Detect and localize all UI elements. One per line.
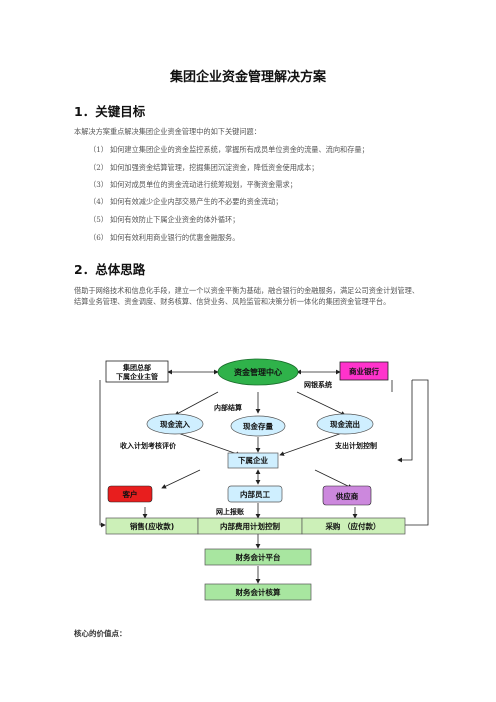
supplier-label: 供应商 <box>335 491 359 501</box>
bank-label: 商业银行 <box>349 366 379 376</box>
document-title: 集团企业资金管理解决方案 <box>169 70 326 85</box>
goal-item: （1）如何建立集团企业的资金监控系统，掌握所有成员单位资金的流量、流向和存量； <box>89 145 369 154</box>
goal-item: （5）如何有效防止下属企业资金的体外循环； <box>89 215 240 224</box>
internal-settle-label: 内部结算 <box>214 403 242 412</box>
hq-label-2: 下属企业主管 <box>116 372 158 381</box>
hq-label-1: 集团总部 <box>122 363 151 372</box>
cash-out-ellipse <box>316 413 374 435</box>
approach-paragraph: 借助于网络技术和信息化手段，建立一个以资金平衡为基础，融合银行的金融服务，满足公… <box>74 286 420 306</box>
section-heading-overall-approach: 2．总体思路 <box>74 262 146 277</box>
income-plan-label: 收入计划考核评价 <box>120 441 177 450</box>
core-value-caption: 核心的价值点： <box>74 629 127 638</box>
sales-label: 销售(应收款) <box>130 521 174 531</box>
fund-center-ellipse <box>217 358 299 386</box>
platform-label: 财务会计平台 <box>235 552 281 562</box>
netbank-label: 网银系统 <box>304 380 332 389</box>
purchase-box <box>301 517 406 535</box>
cash-out-label: 现金流出 <box>330 419 360 429</box>
supplier-box <box>322 485 372 506</box>
expense-control-label: 内部费用计划控制 <box>220 521 280 531</box>
staff-box <box>227 485 283 503</box>
section-intro: 本解决方案重点解决集团企业资金管理中的如下关键问题： <box>74 127 261 136</box>
goal-item: （2）如何加强资金结算管理，挖掘集团沉淀资金，降低资金使用成本； <box>89 163 319 172</box>
platform-box <box>204 548 312 566</box>
goal-item: （6）如何有效利用商业银行的优惠金融服务。 <box>89 233 240 242</box>
customer-label: 客户 <box>122 489 138 499</box>
customer-box <box>107 485 153 503</box>
cash-in-label: 现金流入 <box>160 419 190 429</box>
section-heading-key-goals: 1．关键目标 <box>74 104 146 119</box>
online-reimb-label: 网上报账 <box>216 507 244 516</box>
hq-box <box>105 360 169 383</box>
cash-in-ellipse <box>146 413 204 435</box>
accounting-box <box>204 583 312 601</box>
subsidiary-label: 下属企业 <box>238 455 268 465</box>
fund-center-label: 资金管理中心 <box>234 367 282 377</box>
staff-label: 内部员工 <box>240 489 270 499</box>
cash-store-label: 现金存量 <box>243 421 273 431</box>
purchase-label: 采购 （应付款） <box>324 521 380 531</box>
goal-item: （3）如何对成员单位的资金流动进行统筹规划，平衡资金需求； <box>89 180 297 189</box>
bank-box <box>339 361 389 381</box>
cash-store-ellipse <box>230 415 286 437</box>
accounting-label: 财务会计核算 <box>235 587 281 597</box>
goal-item: （4）如何有效减少企业内部交易产生的不必要的资金流动； <box>89 197 283 206</box>
subsidiary-box <box>227 452 279 469</box>
expense-plan-label: 支出计划控制 <box>334 441 377 450</box>
